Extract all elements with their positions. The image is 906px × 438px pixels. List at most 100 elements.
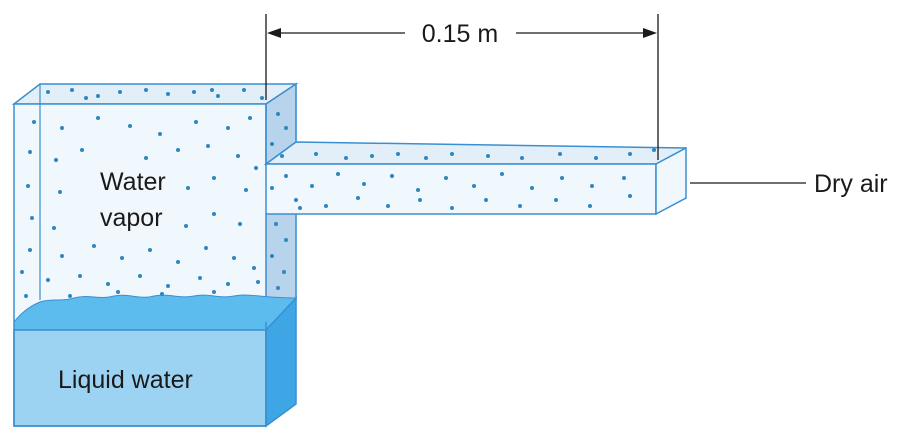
tube-top-face (263, 141, 687, 165)
vapor-molecule (20, 270, 24, 274)
vapor-molecule (590, 184, 594, 188)
vapor-molecule (418, 198, 422, 202)
vapor-molecule (282, 270, 286, 274)
vapor-molecule (176, 260, 180, 264)
vapor-molecule (284, 174, 288, 178)
vapor-molecule (298, 206, 302, 210)
vapor-molecule (194, 120, 198, 124)
vapor-molecule (628, 194, 632, 198)
vapor-molecule (356, 196, 360, 200)
vapor-molecule (106, 282, 110, 286)
vapor-molecule (68, 294, 72, 298)
vapor-molecule (294, 198, 298, 202)
vapor-molecule (96, 116, 100, 120)
vapor-molecule (370, 154, 374, 158)
vapor-molecule (520, 156, 524, 160)
vapor-molecule (652, 148, 656, 152)
vapor-molecule (518, 204, 522, 208)
tank-vapor-region (14, 104, 266, 330)
vapor-molecule (192, 90, 196, 94)
vapor-molecule (260, 96, 264, 100)
vapor-molecule (344, 156, 348, 160)
vapor-molecule (96, 94, 100, 98)
vapor-molecule (128, 124, 132, 128)
vapor-molecule (256, 280, 260, 284)
vapor-molecule (270, 142, 274, 146)
vapor-molecule (226, 282, 230, 286)
vapor-molecule (484, 198, 488, 202)
vapor-molecule (144, 156, 148, 160)
tank-top-face (11, 83, 299, 105)
vapor-molecule (500, 172, 504, 176)
vapor-molecule (144, 88, 148, 92)
vapor-molecule (270, 186, 274, 190)
vapor-molecule (314, 152, 318, 156)
vapor-molecule (118, 90, 122, 94)
vapor-molecule (30, 216, 34, 220)
vapor-molecule (28, 150, 32, 154)
vapor-molecule (310, 184, 314, 188)
vapor-molecule (530, 186, 534, 190)
vapor-molecule (32, 120, 36, 124)
vapor-molecule (396, 152, 400, 156)
vapor-molecule (444, 176, 448, 180)
vapor-molecule (78, 274, 82, 278)
tank-outline (13, 103, 267, 427)
liquid-water-label: Liquid water (58, 366, 193, 394)
water-front (13, 329, 267, 427)
vapor-molecule (558, 152, 562, 156)
vapor-molecule (138, 274, 142, 278)
vapor-molecule (252, 266, 256, 270)
vapor-molecule (204, 246, 208, 250)
vapor-molecule (70, 88, 74, 92)
vapor-molecule (622, 176, 626, 180)
vapor-molecule (186, 186, 190, 190)
vapor-molecule (270, 254, 274, 258)
vapor-molecule (176, 148, 180, 152)
vapor-molecule (60, 126, 64, 130)
vapor-molecule (238, 222, 242, 226)
vapor-molecule (232, 256, 236, 260)
vapor-molecule (560, 176, 564, 180)
tube-end-face (655, 146, 687, 216)
vapor-molecule (148, 248, 152, 252)
water-vapor-label-line1: Water (100, 168, 166, 196)
dry-air-label: Dry air (814, 170, 888, 198)
vapor-molecule (450, 152, 454, 156)
water-vapor-label-line2: vapor (100, 204, 163, 232)
vapor-molecule (46, 90, 50, 94)
vapor-molecule (390, 174, 394, 178)
vapor-molecule (336, 172, 340, 176)
vapor-molecules (20, 88, 656, 298)
vapor-molecule (554, 198, 558, 202)
vapor-molecule (28, 248, 32, 252)
dimension-arrowhead-left (267, 28, 281, 38)
vapor-molecule (472, 184, 476, 188)
vapor-molecule (212, 290, 216, 294)
vapor-molecule (226, 126, 230, 130)
vapor-molecule (362, 182, 366, 186)
vapor-molecule (212, 212, 216, 216)
vapor-molecule (236, 154, 240, 158)
dimension-arrowhead-right (643, 28, 657, 38)
vapor-molecule (52, 226, 56, 230)
vapor-molecule (486, 154, 490, 158)
vapor-molecule (588, 204, 592, 208)
vapor-molecule (198, 276, 202, 280)
vapor-molecule (244, 188, 248, 192)
vapor-molecule (242, 88, 246, 92)
vapor-molecule (594, 156, 598, 160)
vapor-molecule (284, 126, 288, 130)
vapor-molecule (248, 116, 252, 120)
vapor-molecule (26, 184, 30, 188)
vapor-molecule (386, 204, 390, 208)
vapor-molecule (212, 176, 216, 180)
vapor-molecule (254, 166, 258, 170)
vapor-molecule (84, 96, 88, 100)
water-surface (13, 294, 298, 331)
vapor-molecule (628, 152, 632, 156)
vapor-molecule (324, 204, 328, 208)
vapor-molecule (24, 294, 28, 298)
vapor-molecule (280, 154, 284, 158)
